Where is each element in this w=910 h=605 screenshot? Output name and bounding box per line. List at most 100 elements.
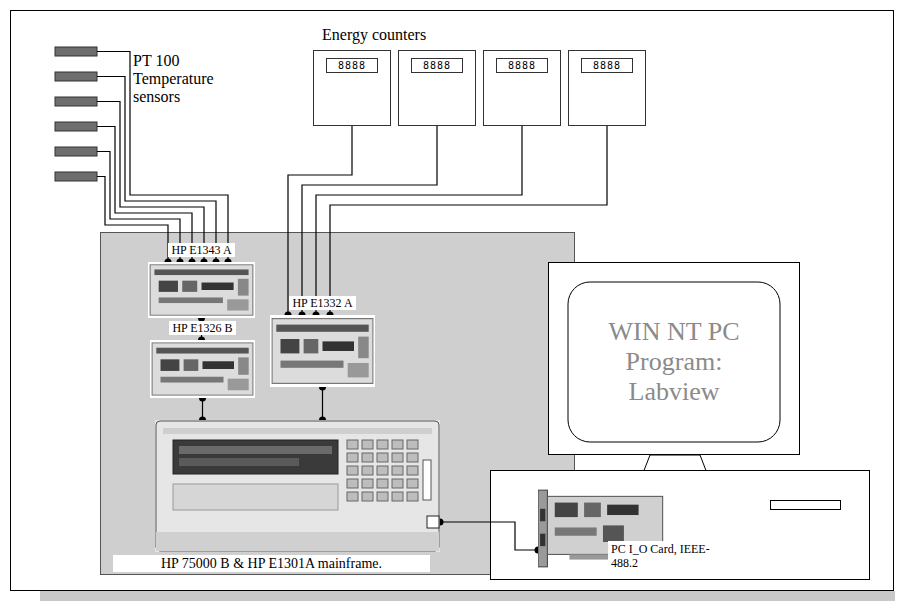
energy-counter: 8888 <box>398 50 476 126</box>
illustration-part <box>392 479 403 488</box>
illustration-part <box>555 527 597 535</box>
illustration-part <box>555 503 578 518</box>
illustration-part <box>392 453 403 462</box>
illustration-part <box>377 479 388 488</box>
illustration-part <box>540 534 545 546</box>
illustration-part <box>347 466 358 475</box>
illustration-part <box>377 492 388 501</box>
illustration-part <box>407 453 418 462</box>
illustration-part <box>159 281 178 292</box>
card-name: HP E1326 B <box>169 321 235 335</box>
pt100-sensor <box>55 72 97 81</box>
pt100-sensor <box>55 97 97 106</box>
pt100-sensor <box>55 47 97 56</box>
energy-counter: 8888 <box>568 50 646 126</box>
illustration-part <box>347 440 358 449</box>
wire <box>302 126 437 315</box>
illustration-part <box>407 466 418 475</box>
illustration-part <box>203 361 235 369</box>
illustration-part <box>362 479 373 488</box>
sensor-wire <box>97 177 168 263</box>
illustration-part <box>182 281 197 292</box>
illustration-part <box>362 492 373 501</box>
illustration-part <box>156 532 439 551</box>
illustration-part <box>377 466 388 475</box>
illustration-part <box>281 361 344 368</box>
illustration-part <box>603 525 624 542</box>
illustration-part <box>584 503 601 518</box>
illustration-part <box>202 283 234 290</box>
illustration-part <box>228 379 249 391</box>
mainframe-name: HP 75000 B & HP E1301A mainframe. <box>113 555 430 572</box>
illustration-part <box>377 440 388 449</box>
interface-card: HP E1332 A <box>270 315 375 387</box>
drive-slot <box>771 501 841 510</box>
counter-reading: 8888 <box>496 58 548 73</box>
energy-counter: 8888 <box>313 50 391 126</box>
pt100-sensor <box>55 172 97 181</box>
illustration-part <box>358 337 369 359</box>
wire <box>322 387 323 420</box>
illustration-part <box>238 357 249 374</box>
illustration-part <box>347 479 358 488</box>
energy-counter: 8888 <box>483 50 561 126</box>
illustration-part <box>362 453 373 462</box>
illustration-part <box>407 492 418 501</box>
illustration-part <box>323 341 355 351</box>
illustration-part <box>540 509 545 521</box>
interface-card-picture <box>270 315 375 387</box>
illustration-part <box>607 505 638 515</box>
counter-reading: 8888 <box>326 58 378 73</box>
illustration-part <box>161 377 224 383</box>
illustration-part <box>549 263 800 455</box>
sensor-group-label: PT 100 Temperature sensors <box>133 52 233 106</box>
illustration-part <box>161 359 180 371</box>
illustration-part <box>159 297 223 303</box>
illustration-part <box>154 269 248 275</box>
illustration-part <box>184 359 199 371</box>
mainframe-unit: HP 75000 B & HP E1301A mainframe. <box>155 420 440 552</box>
illustration-part <box>362 440 373 449</box>
illustration-part <box>347 492 358 501</box>
sensor-wire <box>97 102 204 263</box>
card-name: HP E1332 A <box>289 296 355 310</box>
illustration-part <box>238 279 249 296</box>
wire <box>440 522 538 550</box>
illustration-part <box>347 453 358 462</box>
temperature-sensors <box>55 47 97 181</box>
card-name: PC I_O Card, IEEE-488.2 <box>608 541 714 571</box>
illustration-part <box>179 458 299 466</box>
interface-card-picture <box>150 340 255 398</box>
illustration-part <box>227 299 248 310</box>
illustration-part <box>392 440 403 449</box>
illustration-part <box>538 490 547 567</box>
illustration-part <box>156 348 248 354</box>
illustration-part <box>427 516 439 528</box>
monitor-stand <box>644 455 706 471</box>
illustration-part <box>276 325 368 332</box>
illustration-part <box>392 466 403 475</box>
figure-frame <box>11 11 894 591</box>
interface-card: HP E1343 A <box>148 262 255 318</box>
mainframe-unit-picture <box>155 420 440 552</box>
wire <box>316 126 522 315</box>
screen-text: WIN NT PC Program: Labview <box>589 317 759 407</box>
group-label: Energy counters <box>322 26 426 44</box>
illustration-part <box>304 339 319 353</box>
illustration-part <box>179 446 332 454</box>
pt100-sensor <box>55 147 97 156</box>
illustration-part <box>362 466 373 475</box>
illustration-part <box>272 319 373 384</box>
sensor-wire <box>97 127 192 263</box>
illustration-part <box>377 453 388 462</box>
pc-monitor: WIN NT PC Program: Labview <box>548 262 800 455</box>
wire <box>288 126 352 315</box>
interface-card-picture <box>148 262 255 318</box>
pt100-sensor <box>55 122 97 131</box>
illustration-part <box>407 440 418 449</box>
counter-reading: 8888 <box>411 58 463 73</box>
illustration-part <box>156 421 439 551</box>
illustration-part <box>423 460 431 500</box>
illustration-part <box>173 484 338 510</box>
illustration-part <box>407 479 418 488</box>
